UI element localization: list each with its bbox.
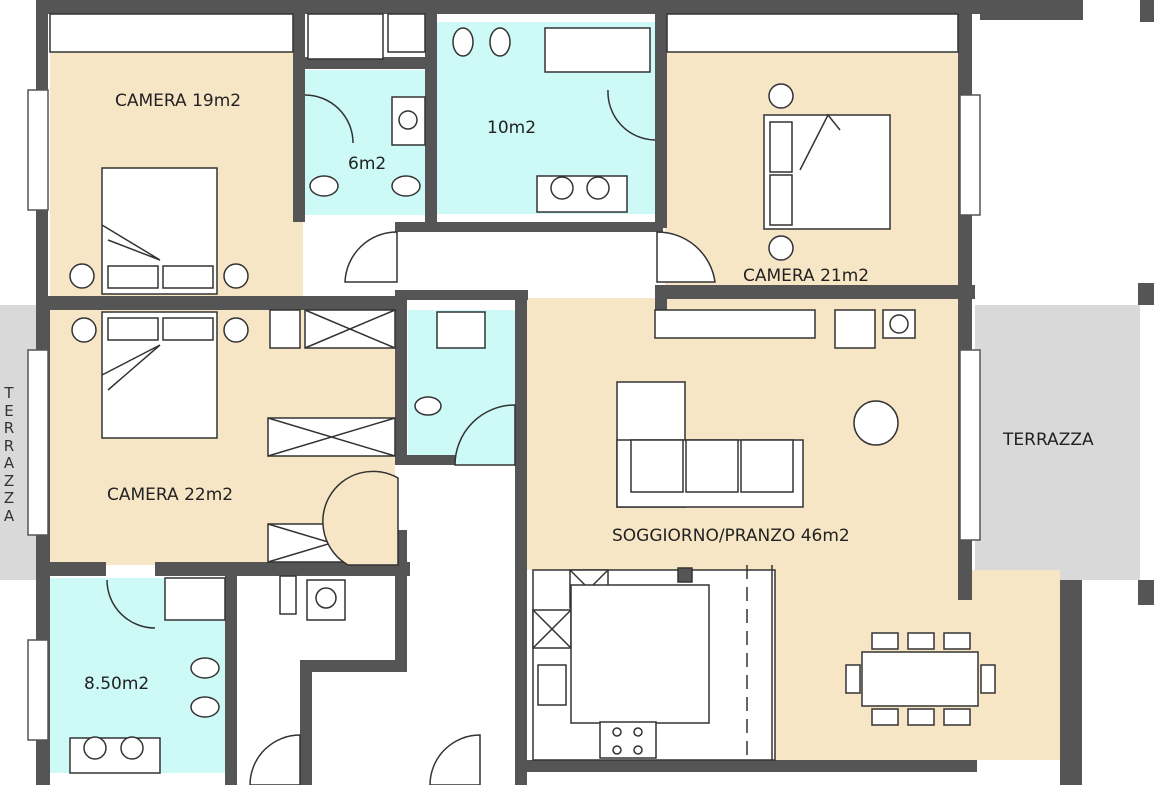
windows-left bbox=[27, 89, 981, 741]
wall-middle-v bbox=[395, 300, 407, 465]
wall-middle-bath-bottom bbox=[395, 455, 455, 465]
sofa bbox=[616, 381, 899, 508]
outer-wall-top bbox=[36, 0, 980, 14]
bed-camera-19 bbox=[69, 167, 249, 295]
wall-middle-bath-right bbox=[515, 300, 527, 465]
right-terrace bbox=[975, 305, 1140, 580]
wall-bedroom-divider bbox=[36, 296, 406, 310]
wall-kitchen-top bbox=[527, 760, 977, 772]
wall-bath6-top bbox=[303, 57, 425, 69]
wall-living-top-stub bbox=[655, 285, 667, 313]
wall-service-left bbox=[300, 660, 312, 785]
label-camera-21: CAMERA 21m2 bbox=[743, 266, 870, 286]
wall-living-left bbox=[515, 465, 527, 785]
wall-corridor-top bbox=[395, 222, 663, 232]
wall-right-top-cap bbox=[980, 0, 1083, 20]
label-bath-6: 6m2 bbox=[348, 154, 387, 174]
wall-corridor-bottom bbox=[395, 290, 528, 300]
wall-camera21-bottom bbox=[655, 285, 975, 299]
door-swings bbox=[106, 89, 716, 785]
label-terrazza-left: TERRAZZA bbox=[3, 384, 15, 525]
label-bath-10: 10m2 bbox=[487, 118, 537, 138]
terrace-post-a bbox=[1138, 283, 1154, 305]
bath-fixtures bbox=[69, 13, 916, 774]
kitchen bbox=[532, 565, 776, 761]
label-bath-850: 8.50m2 bbox=[84, 674, 150, 694]
label-camera-19: CAMERA 19m2 bbox=[115, 91, 242, 111]
label-terrazza-right: TERRAZZA bbox=[1003, 430, 1094, 450]
label-soggiorno: SOGGIORNO/PRANZO 46m2 bbox=[612, 526, 850, 546]
wall-bath6-right bbox=[425, 14, 437, 222]
bed-camera-21 bbox=[763, 83, 891, 261]
bed-camera-22 bbox=[71, 311, 249, 439]
wall-bath6-left bbox=[293, 14, 305, 222]
wall-bottom-right bbox=[1060, 580, 1082, 785]
wall-bath850-right bbox=[225, 576, 237, 785]
wall-service-top bbox=[300, 660, 400, 672]
terrace-post-b bbox=[1138, 580, 1154, 605]
dining-table bbox=[845, 632, 996, 726]
wall-service-right bbox=[395, 576, 407, 672]
wall-camera22-bottom bbox=[36, 562, 106, 576]
label-camera-22: CAMERA 22m2 bbox=[107, 485, 234, 505]
wall-camera22-bottom-b bbox=[155, 562, 410, 576]
wall-far-right-post bbox=[1140, 0, 1154, 22]
wall-bath10-right bbox=[655, 14, 667, 228]
